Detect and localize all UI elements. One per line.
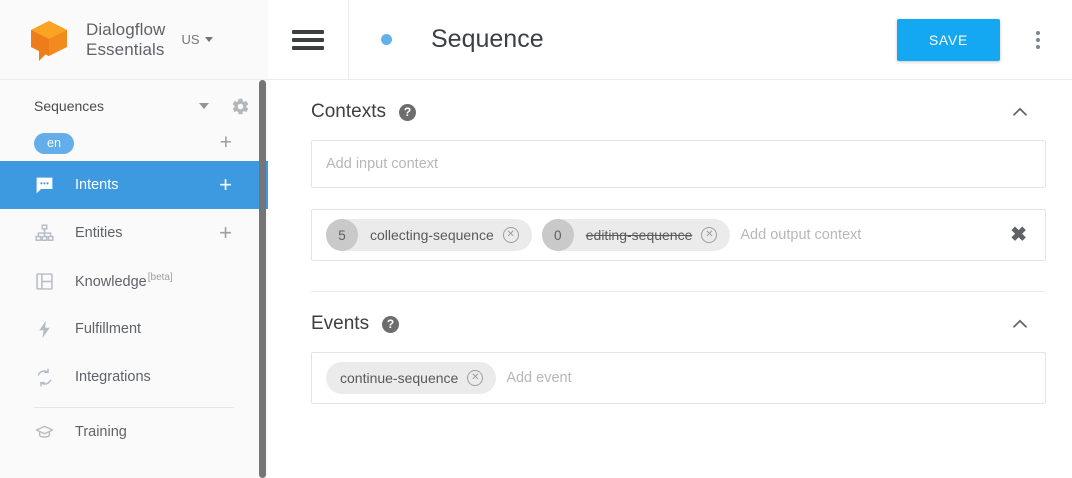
sidebar: Dialogflow Essentials US Sequences en + — [0, 0, 268, 478]
chip-lifespan-badge: 0 — [541, 219, 574, 251]
sidebar-item-label: Intents — [75, 177, 119, 193]
chip-label: editing-sequence — [585, 227, 693, 243]
output-context-chip[interactable]: 5 collecting-sequence ✕ — [326, 219, 532, 251]
training-icon — [34, 422, 55, 443]
sidebar-item-intents[interactable]: Intents + — [0, 161, 268, 209]
dialogflow-logo-icon — [26, 17, 72, 63]
remove-chip-icon[interactable]: ✕ — [467, 370, 484, 386]
contexts-title: Contexts — [311, 101, 386, 122]
chevron-down-icon — [199, 103, 209, 109]
chip-lifespan-badge: 5 — [326, 219, 358, 251]
agent-name: Sequences — [34, 98, 105, 114]
more-options-icon[interactable] — [1018, 20, 1058, 60]
knowledge-icon — [34, 271, 55, 292]
input-context-field[interactable]: Add input context — [311, 140, 1046, 188]
collapse-events-chevron-up-icon[interactable] — [1009, 313, 1031, 335]
language-row: en + — [0, 125, 268, 161]
brand-line-1: Dialogflow — [86, 19, 166, 39]
event-placeholder: Add event — [506, 370, 572, 386]
remove-chip-icon[interactable]: ✕ — [502, 227, 519, 243]
sidebar-nav: Intents + Entities + — [0, 161, 268, 456]
save-button[interactable]: SAVE — [896, 18, 1000, 61]
gear-icon[interactable] — [231, 97, 250, 116]
sidebar-item-integrations[interactable]: Integrations — [0, 353, 268, 401]
fulfillment-icon — [34, 319, 55, 340]
contexts-header: Contexts ? — [311, 80, 1046, 134]
sidebar-scrollbar[interactable] — [259, 80, 266, 478]
intents-icon — [34, 175, 55, 196]
sidebar-item-fulfillment[interactable]: Fulfillment — [0, 305, 268, 353]
collapse-contexts-chevron-up-icon[interactable] — [1009, 101, 1031, 123]
topbar-divider — [348, 0, 349, 80]
clear-output-contexts-icon[interactable]: ✖ — [1010, 224, 1027, 246]
knowledge-label-text: Knowledge — [75, 273, 147, 290]
add-entity-button[interactable]: + — [219, 220, 232, 245]
event-chip[interactable]: continue-sequence ✕ — [326, 362, 497, 394]
region-selector[interactable]: US — [181, 32, 213, 47]
sidebar-item-label: Entities — [75, 225, 123, 241]
hamburger-menu-icon[interactable] — [292, 26, 324, 54]
topbar: Sequence SAVE — [268, 0, 1072, 80]
chip-label: continue-sequence — [340, 370, 459, 386]
section-divider — [311, 291, 1046, 292]
events-header: Events ? — [311, 292, 1046, 346]
help-icon[interactable]: ? — [382, 315, 400, 333]
region-label: US — [181, 32, 200, 47]
integrations-icon — [34, 367, 55, 388]
add-intent-button[interactable]: + — [219, 172, 232, 197]
input-context-placeholder: Add input context — [326, 156, 439, 172]
status-dot-icon — [381, 34, 392, 45]
chip-label: collecting-sequence — [370, 227, 494, 243]
page-title: Sequence — [431, 25, 544, 53]
output-context-field[interactable]: 5 collecting-sequence ✕ 0 editing-sequen… — [311, 209, 1046, 261]
add-language-button[interactable]: + — [219, 131, 232, 154]
sidebar-item-label: Knowledge[beta] — [75, 272, 248, 290]
sidebar-item-label: Training — [75, 424, 127, 440]
sidebar-item-training[interactable]: Training — [0, 408, 268, 456]
brand-line-2: Essentials — [86, 39, 165, 59]
chevron-down-icon — [204, 37, 213, 42]
output-context-placeholder: Add output context — [740, 227, 862, 243]
sidebar-item-label: Integrations — [75, 369, 151, 385]
content-area: Contexts ? Add input context 5 collectin… — [268, 80, 1072, 404]
entities-icon — [34, 223, 55, 244]
brand-header[interactable]: Dialogflow Essentials US — [0, 0, 268, 80]
help-icon[interactable]: ? — [398, 103, 416, 121]
agent-selector[interactable]: Sequences — [0, 87, 268, 125]
sidebar-item-entities[interactable]: Entities + — [0, 209, 268, 257]
main-panel: Sequence SAVE Contexts ? — [268, 0, 1072, 478]
brand-title: Dialogflow Essentials — [86, 20, 165, 60]
sidebar-item-label: Fulfillment — [75, 321, 142, 337]
events-field[interactable]: continue-sequence ✕ Add event — [311, 352, 1046, 404]
beta-badge: [beta] — [147, 272, 173, 284]
output-context-chip[interactable]: 0 editing-sequence ✕ — [541, 219, 731, 251]
events-section: Events ? continue-sequence ✕ Add event — [268, 292, 1072, 404]
contexts-section: Contexts ? Add input context 5 collectin… — [268, 80, 1072, 261]
events-title: Events — [311, 313, 370, 334]
sidebar-item-knowledge[interactable]: Knowledge[beta] — [0, 257, 268, 305]
language-chip-en[interactable]: en — [34, 132, 74, 154]
sidebar-divider — [34, 407, 234, 408]
remove-chip-icon[interactable]: ✕ — [701, 227, 718, 243]
